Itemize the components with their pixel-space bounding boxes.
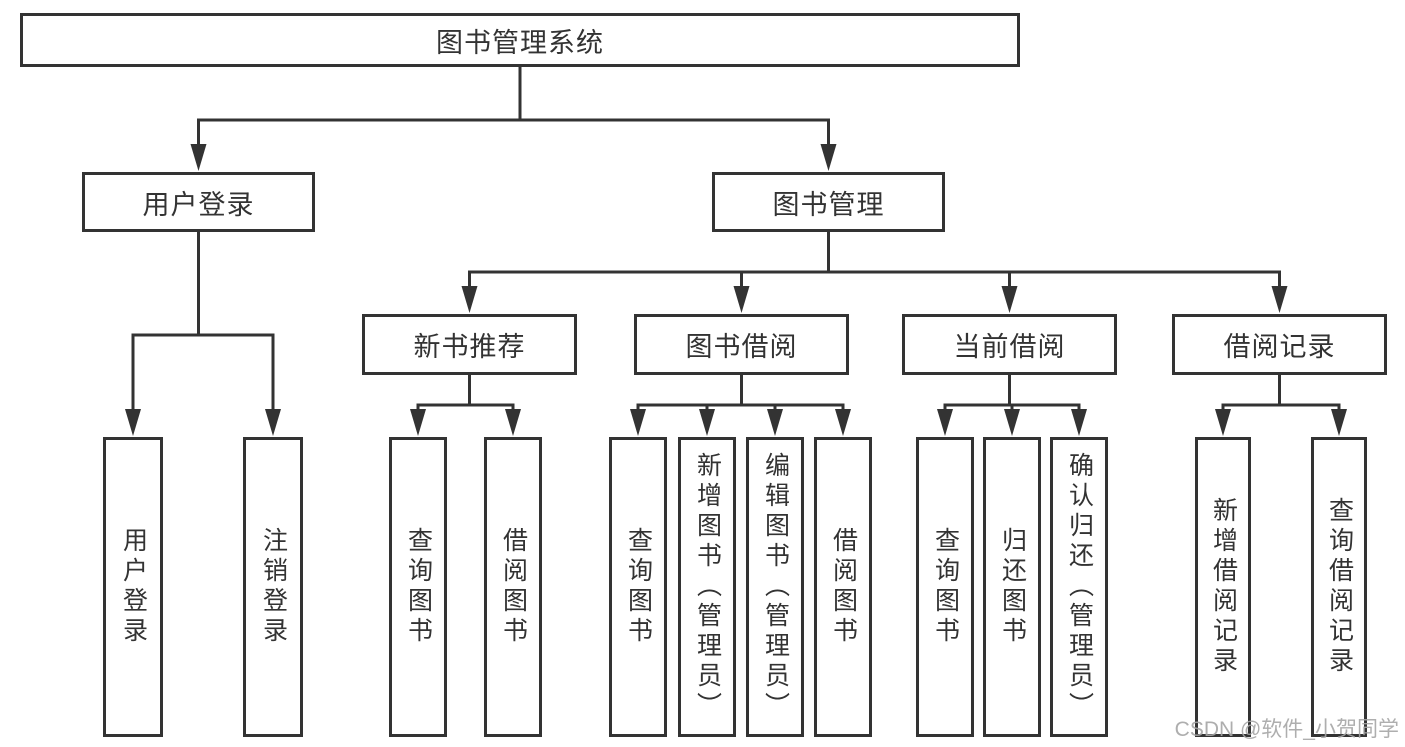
node-label: 借阅图书: [829, 527, 858, 647]
leaf-edit-books-admin: 编辑图书（管理员）: [746, 437, 804, 737]
node-label: 新增借阅记录: [1209, 497, 1238, 677]
node-label: 注销登录: [259, 527, 288, 647]
node-label: 当前借阅: [953, 332, 1066, 362]
leaf-query-books-recommend: 查询图书: [389, 437, 447, 737]
node-label: 借阅图书: [499, 527, 528, 647]
node-label: 图书管理系统: [436, 27, 604, 58]
leaf-add-books-admin: 新增图书（管理员）: [678, 437, 736, 737]
leaf-query-borrow-record: 查询借阅记录: [1311, 437, 1367, 737]
node-label: 确认归还（管理员）: [1065, 452, 1094, 722]
node-label: 图书借阅: [685, 332, 798, 362]
node-label: 编辑图书（管理员）: [761, 452, 790, 722]
connector-book-borrowing-children: [630, 375, 851, 436]
node-label: 查询借阅记录: [1325, 497, 1354, 677]
node-label: 归还图书: [998, 527, 1027, 647]
leaf-borrow-books-recommend: 借阅图书: [484, 437, 542, 737]
connector-user-login-children: [125, 232, 281, 436]
leaf-borrow-books: 借阅图书: [814, 437, 872, 737]
node-book-management: 图书管理: [712, 172, 945, 232]
leaf-add-borrow-record: 新增借阅记录: [1195, 437, 1251, 737]
node-label: 用户登录: [142, 189, 255, 220]
leaf-logout: 注销登录: [243, 437, 303, 737]
node-new-book-recommend: 新书推荐: [362, 314, 577, 375]
node-user-login: 用户登录: [82, 172, 315, 232]
connector-borrowing-records-children: [1215, 375, 1347, 436]
connector-book-management-children: [461, 232, 1288, 313]
leaf-return-books: 归还图书: [983, 437, 1041, 737]
connector-current-borrowing-children: [937, 375, 1087, 436]
node-label: 借阅记录: [1223, 332, 1336, 362]
node-current-borrowing: 当前借阅: [902, 314, 1117, 375]
node-label: 图书管理: [772, 189, 885, 220]
node-book-borrowing: 图书借阅: [634, 314, 849, 375]
node-label: 新书推荐: [413, 332, 526, 362]
leaf-query-books-current: 查询图书: [916, 437, 974, 737]
node-label: 查询图书: [931, 527, 960, 647]
connector-root-to-level1: [190, 67, 837, 171]
leaf-confirm-return-admin: 确认归还（管理员）: [1050, 437, 1108, 737]
node-borrowing-records: 借阅记录: [1172, 314, 1387, 375]
leaf-query-books-borrowing: 查询图书: [609, 437, 667, 737]
connector-new-book-recommend-children: [410, 375, 521, 436]
node-label: 用户登录: [119, 527, 148, 647]
node-label: 查询图书: [404, 527, 433, 647]
node-label: 查询图书: [624, 527, 653, 647]
leaf-user-login: 用户登录: [103, 437, 163, 737]
node-label: 新增图书（管理员）: [693, 452, 722, 722]
watermark: CSDN @软件_小贺同学: [1174, 718, 1399, 741]
node-system-root: 图书管理系统: [20, 13, 1020, 67]
